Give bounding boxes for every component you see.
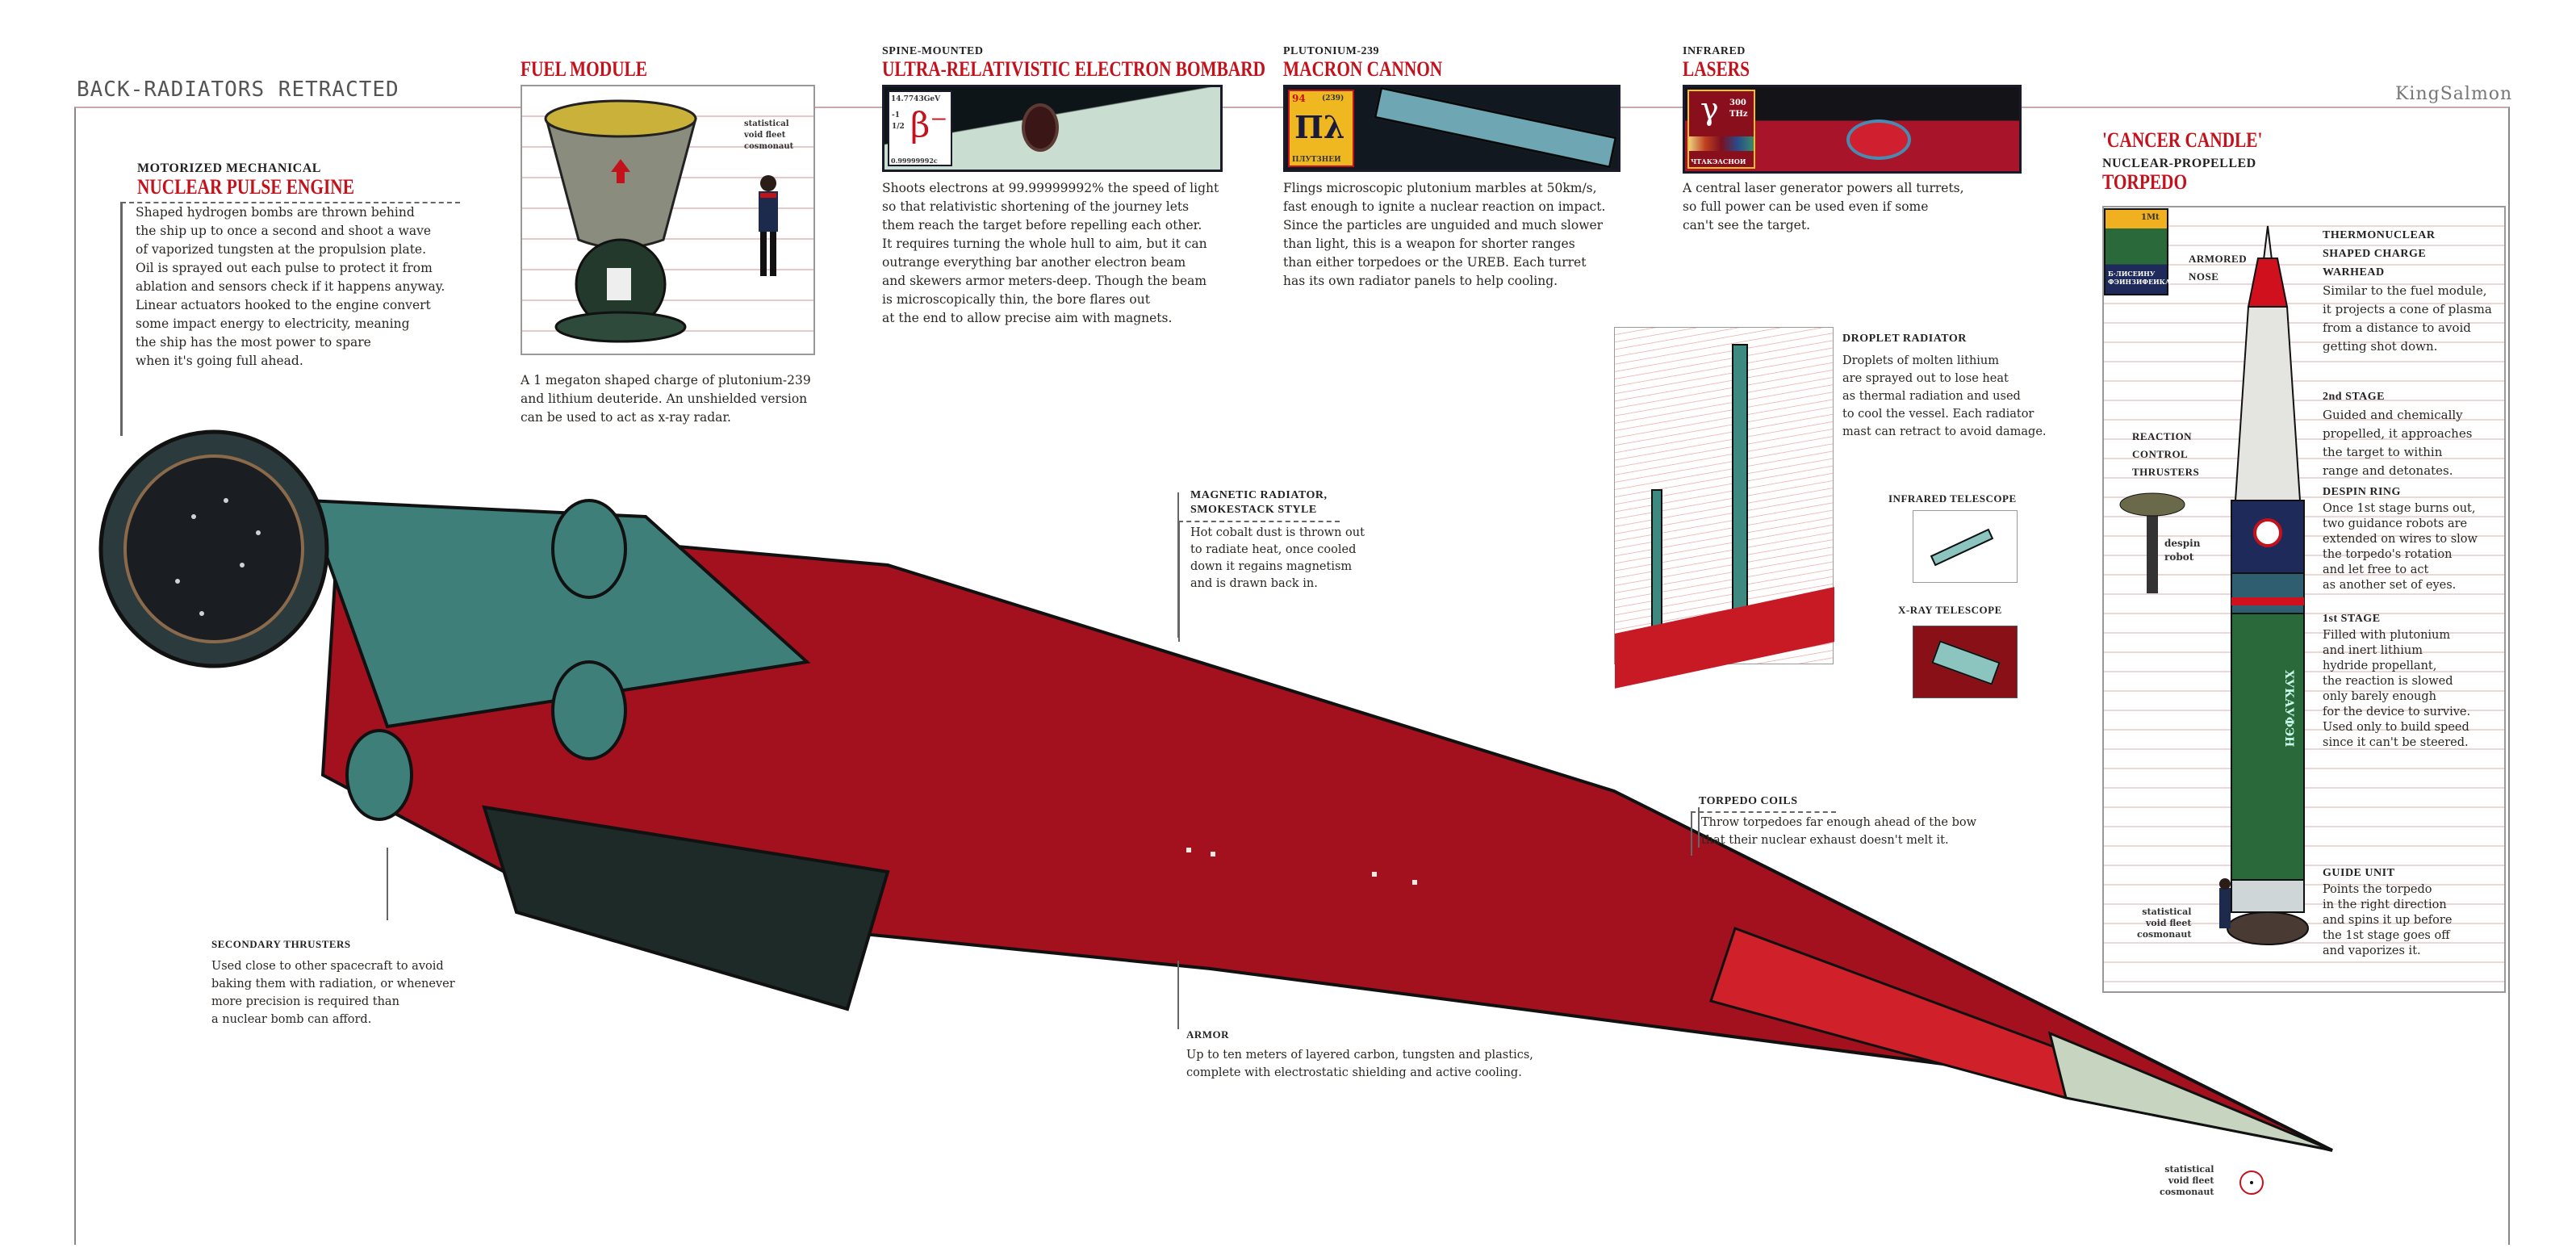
ureb-illustration: 14.7743GeV -1 1/2 β⁻ 0.99999992c bbox=[882, 85, 1223, 172]
torpedo-drawing bbox=[2119, 225, 2309, 1195]
section-title: DESPIN RING bbox=[2323, 486, 2401, 498]
torpedo-title: TORPEDO bbox=[2102, 170, 2188, 194]
rcs-label: REACTION CONTROL THRUSTERS bbox=[2132, 430, 2200, 478]
infrared-telescope-label: INFRARED TELESCOPE bbox=[1888, 492, 2017, 505]
lasers-card-symbol: γ bbox=[1700, 91, 1719, 127]
secondary-thruster bbox=[551, 499, 627, 599]
lasers-card-frequency: 300 THz bbox=[1729, 98, 1748, 119]
section-text: Once 1st stage burns out, two guidance r… bbox=[2323, 502, 2478, 592]
torpedo-section-despin-ring: DESPIN RING Once 1st stage burns out, tw… bbox=[2323, 483, 2500, 593]
lasers-photon-card: γ 300 THz ЧТАКЭАСНОИ bbox=[1687, 90, 1755, 169]
torpedo-subtitle: NUCLEAR-PROPELLED bbox=[2102, 157, 2256, 170]
torpedo-section-warhead: THERMONUCLEAR SHAPED CHARGE WARHEAD Simi… bbox=[2323, 226, 2500, 356]
torpedo-hull-lettering: ХУКАУФЭН bbox=[2282, 670, 2295, 748]
magnetic-text: Hot cobalt dust is thrown out to radiate… bbox=[1190, 526, 1365, 590]
droplet-radiator-illustration bbox=[1614, 327, 1834, 689]
secondary-text: Used close to other spacecraft to avoid … bbox=[211, 960, 455, 1026]
torpedo-card-name: Б·ЛИСЕИНУ ФЭИНЗИФЕИКА bbox=[2108, 270, 2171, 286]
armor-text: Up to ten meters of layered carbon, tung… bbox=[1186, 1049, 1533, 1079]
droplet-title: DROPLET RADIATOR bbox=[1842, 333, 1967, 345]
engine-text: Shaped hydrogen bombs are thrown behind … bbox=[136, 205, 445, 368]
section-text: Points the torpedo in the right directio… bbox=[2323, 883, 2453, 957]
ureb-card-speed: 0.99999992c bbox=[891, 157, 938, 165]
infrared-telescope-illustration bbox=[1913, 510, 2018, 583]
secondary-thruster bbox=[345, 729, 413, 821]
section-title: GUIDE UNIT bbox=[2323, 867, 2395, 879]
section-title: 2nd STAGE bbox=[2323, 391, 2385, 403]
lasers-illustration: γ 300 THz ЧТАКЭАСНОИ bbox=[1683, 85, 2022, 174]
scale-note-label: statistical void fleet cosmonaut bbox=[2160, 1164, 2214, 1197]
torpedo-section-2nd-stage: 2nd STAGE Guided and chemically propelle… bbox=[2323, 387, 2500, 480]
coils-text: Throw torpedoes far enough ahead of the … bbox=[1701, 816, 1977, 847]
droplet-text: Droplets of molten lithium are sprayed o… bbox=[1842, 354, 2047, 438]
torpedo-card-yield: 1Mt bbox=[2141, 213, 2160, 222]
macron-card-name: ПЛУТ3НЕИ bbox=[1292, 156, 1341, 164]
torpedo-nickname: 'CANCER CANDLE' bbox=[2102, 128, 2263, 152]
lasers-text: A central laser generator powers all tur… bbox=[1683, 181, 1964, 232]
ureb-title: ULTRA-RELATIVISTIC ELECTRON BOMBARD bbox=[882, 57, 1266, 81]
lasers-title: LASERS bbox=[1683, 57, 1750, 81]
torpedo-section-guide-unit: GUIDE UNIT Points the torpedo in the rig… bbox=[2323, 864, 2500, 959]
ureb-card-charge: -1 1/2 bbox=[892, 111, 905, 131]
secondary-title: SECONDARY THRUSTERS bbox=[211, 938, 351, 950]
xray-telescope-illustration bbox=[1913, 626, 2018, 698]
section-title: THERMONUCLEAR SHAPED CHARGE WARHEAD bbox=[2323, 229, 2436, 278]
macron-illustration: 94 (239) Πλ ПЛУТ3НЕИ bbox=[1283, 85, 1620, 172]
section-text: Similar to the fuel module, it projects … bbox=[2323, 283, 2492, 354]
bow-spike bbox=[2047, 1031, 2333, 1152]
macron-card-mass: (239) bbox=[1322, 94, 1344, 103]
lasers-card-name: ЧТАКЭАСНОИ bbox=[1691, 157, 1746, 165]
torpedo-section-1st-stage: 1st STAGE Filled with plutonium and iner… bbox=[2323, 609, 2500, 751]
macron-card-number: 94 bbox=[1292, 93, 1306, 104]
engine-title: NUCLEAR PULSE ENGINE bbox=[137, 175, 354, 199]
engine-subtitle: MOTORIZED MECHANICAL bbox=[137, 161, 321, 175]
macron-element-card: 94 (239) Πλ ПЛУТ3НЕИ bbox=[1288, 90, 1354, 167]
fuel-text: A 1 megaton shaped charge of plutonium-2… bbox=[521, 373, 811, 425]
macron-subtitle: PLUTONIUM-239 bbox=[1283, 45, 1380, 57]
ureb-particle-card: 14.7743GeV -1 1/2 β⁻ 0.99999992c bbox=[888, 90, 952, 166]
secondary-thruster bbox=[551, 660, 627, 760]
macron-card-symbol: Πλ bbox=[1294, 109, 1345, 145]
xray-telescope-label: X-RAY TELESCOPE bbox=[1898, 604, 2002, 616]
magnetic-title: MAGNETIC RADIATOR, SMOKESTACK STYLE bbox=[1190, 489, 1328, 516]
section-text: Filled with plutonium and inert lithium … bbox=[2323, 629, 2471, 749]
coils-title: TORPEDO COILS bbox=[1699, 795, 1798, 807]
torpedo-warhead-card: 1Mt Б·ЛИСЕИНУ ФЭИНЗИФЕИКА bbox=[2104, 208, 2171, 295]
ureb-text: Shoots electrons at 99.99999992% the spe… bbox=[882, 181, 1219, 325]
ship-name: KingSalmon bbox=[2395, 84, 2513, 104]
mode-label: BACK-RADIATORS RETRACTED bbox=[77, 77, 399, 102]
torpedo-cosmonaut-label: statistical void fleet cosmonaut bbox=[2137, 907, 2192, 940]
macron-title: MACRON CANNON bbox=[1283, 57, 1443, 81]
macron-text: Flings microscopic plutonium marbles at … bbox=[1283, 181, 1606, 288]
ureb-subtitle: SPINE-MOUNTED bbox=[882, 45, 984, 57]
armored-nose-label: ARMORED NOSE bbox=[2189, 253, 2248, 283]
fuel-title: FUEL MODULE bbox=[521, 57, 647, 81]
ureb-card-symbol: β⁻ bbox=[910, 105, 948, 144]
lasers-subtitle: INFRARED bbox=[1683, 45, 1746, 57]
ureb-card-energy: 14.7743GeV bbox=[891, 95, 941, 103]
scale-circle bbox=[2239, 1171, 2264, 1195]
fuel-module-illustration: statistical void fleet cosmonaut bbox=[521, 85, 815, 355]
section-title: 1st STAGE bbox=[2323, 613, 2381, 625]
fuel-cosmonaut-label: statistical void fleet cosmonaut bbox=[744, 119, 794, 151]
fuel-module-drawing bbox=[544, 99, 778, 343]
section-text: Guided and chemically propelled, it appr… bbox=[2323, 408, 2473, 478]
despin-robot-label: despin robot bbox=[2164, 538, 2201, 563]
armor-title: ARMOR bbox=[1186, 1028, 1230, 1041]
